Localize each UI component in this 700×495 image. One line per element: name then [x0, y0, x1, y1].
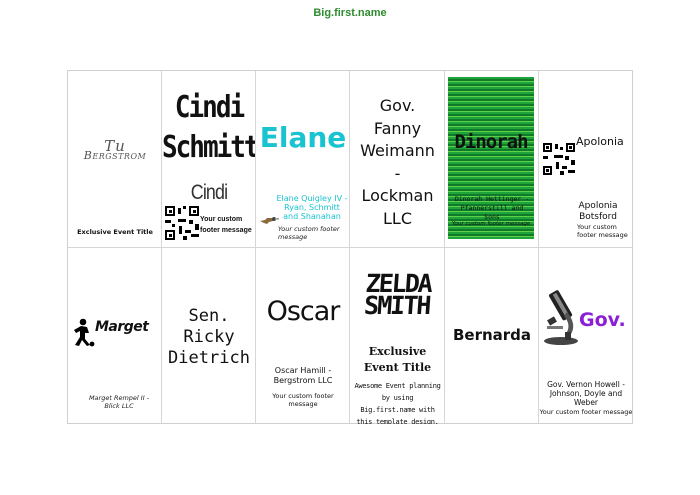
card-name-last: Bergstrom [83, 149, 147, 162]
card-name-prefix: Gov. [579, 309, 626, 331]
card-name: Oscar [266, 296, 341, 327]
card-footer-message: Your custom footer message [539, 408, 633, 416]
card-name: Dinorah [454, 131, 528, 153]
card-name-line: Fanny [373, 118, 422, 138]
card-name-line: Dietrich [168, 348, 250, 368]
card-vernon-howell[interactable]: Gov. Gov. Vernon Howell - Johnson, Doyle… [539, 248, 633, 424]
card-full-name-line: Botsford [579, 212, 617, 222]
card-name-line: Ricky [183, 327, 235, 347]
card-full-name: Apolonia Botsford [539, 201, 633, 223]
card-company: Gov. Vernon Howell - Johnson, Doyle and … [547, 380, 625, 407]
card-marget[interactable]: Marget Marget Rempel II - Blick LLC [68, 248, 162, 424]
card-company: Elane Quigley IV - Ryan, Schmitt and Sha… [276, 194, 348, 221]
card-name-block: Gov. Fanny Weimann - Lockman LLC [350, 95, 444, 230]
card-zelda-smith[interactable]: Zelda Smith Exclusive Event Title Awesom… [350, 248, 445, 424]
card-oscar[interactable]: Oscar Oscar Hamill - Bergstrom LLC Your … [256, 248, 350, 424]
card-name: Bernarda [452, 326, 532, 344]
striped-background [448, 77, 534, 239]
soccer-player-icon [72, 318, 96, 348]
card-ricky-dietrich[interactable]: Sen. Ricky Dietrich [162, 248, 256, 424]
card-name-first: Cindi [174, 90, 245, 126]
qr-code-icon [165, 206, 199, 240]
card-dinorah[interactable]: Dinorah Dinorah Hettinger - Pfannerstill… [445, 71, 539, 248]
card-footer-message: Your custom footer message [272, 392, 334, 408]
card-name: Elane [259, 121, 347, 154]
card-tu-bergstrom[interactable]: Tu Bergstrom Exclusive Event Title [68, 71, 162, 248]
card-company: Oscar Hamill - Bergstrom LLC [273, 366, 333, 385]
microscope-icon [541, 288, 581, 346]
card-name-line: LLC [383, 208, 412, 228]
card-company: Dinorah Hettinger - Pfannerstill and Son… [454, 195, 530, 221]
card-name-last: Schmitt [162, 130, 256, 166]
card-name-first: Tu [104, 137, 126, 155]
card-first-name: Apolonia [576, 135, 624, 148]
card-name-block: Sen. Ricky Dietrich [162, 306, 255, 369]
card-name-block: Zelda Smith [350, 269, 444, 320]
card-event-title: Exclusive Event Title [350, 344, 444, 376]
card-footer-message: Your custom footer message [278, 225, 340, 241]
card-name-line: Gov. [379, 96, 416, 115]
card-footer-message: Your custom footer message [577, 223, 628, 239]
card-event-title: Exclusive Event Title [77, 228, 153, 236]
card-footer-message: Your custom footer message [451, 221, 531, 227]
card-name-line: Smith [363, 291, 431, 320]
card-apolonia[interactable]: Apolonia Apolonia Botsford Your custom f… [539, 71, 633, 248]
card-event-title-line: Event Title [363, 361, 432, 374]
card-cindi-schmitt[interactable]: Cindi Schmitt Cindi Your custom footer m… [162, 71, 256, 248]
template-grid: Tu Bergstrom Exclusive Event Title Cindi… [67, 70, 633, 424]
card-event-title-line: Exclusive [368, 345, 427, 358]
card-name-line: Weimann [360, 141, 435, 160]
card-fanny-weimann[interactable]: Gov. Fanny Weimann - Lockman LLC [350, 71, 445, 248]
hand-drill-icon [259, 210, 279, 224]
brand-title[interactable]: Big.first.name [313, 7, 387, 19]
card-name-line: Sen. [188, 306, 230, 326]
card-footer-message: Your custom footer message [200, 216, 252, 234]
card-bernarda[interactable]: Bernarda [445, 248, 539, 424]
card-elane[interactable]: Elane Elane Quigley IV - Ryan, Schmitt a… [256, 71, 350, 248]
card-company: Marget Rempel II - Blick LLC [88, 394, 150, 410]
card-name-line: Lockman [361, 186, 434, 205]
card-tagline: Awesome Event planning by using Big.firs… [354, 382, 441, 424]
card-name: Marget [95, 319, 149, 335]
card-name-line: - [394, 163, 401, 183]
card-first-name: Cindi [190, 181, 228, 204]
card-full-name-line: Apolonia [578, 201, 618, 211]
qr-code-icon [543, 143, 575, 175]
